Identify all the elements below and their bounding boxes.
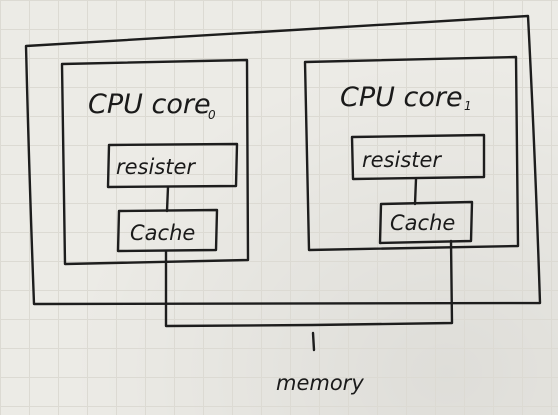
cpu-core-0-box xyxy=(60,58,250,266)
cpu-core-1-register-box xyxy=(350,133,486,181)
memory-connector-line xyxy=(311,331,316,352)
cpu-core-0-index: 0 xyxy=(208,108,216,122)
processor-package-box xyxy=(24,14,542,306)
cpu-core-1-title: CPU core xyxy=(340,82,463,113)
cpu-core-1-cache-label: Cache xyxy=(390,211,455,235)
cpu-core-0-register-label: resister xyxy=(116,155,196,179)
cpu-core-0: CPU core 0 resister Cache xyxy=(60,58,250,266)
cpu-core-1-cache-box xyxy=(378,200,474,245)
cpu-core-0-register-cache-link xyxy=(165,185,170,213)
cpu-core-1-register-label: resister xyxy=(362,148,442,172)
cpu-core-0-cache-box xyxy=(116,208,219,253)
cpu-core-0-cache-label: Cache xyxy=(130,221,195,245)
cpu-core-1-index: 1 xyxy=(464,99,472,113)
cpu-core-0-register-box xyxy=(106,142,239,189)
memory-bus-line xyxy=(164,239,454,328)
cpu-core-0-title: CPU core xyxy=(88,89,211,120)
cpu-core-1-register-cache-link xyxy=(413,177,418,206)
memory-label: memory xyxy=(276,371,364,395)
cpu-core-1: CPU core 1 resister Cache xyxy=(303,55,520,252)
cpu-core-1-box xyxy=(303,55,520,252)
